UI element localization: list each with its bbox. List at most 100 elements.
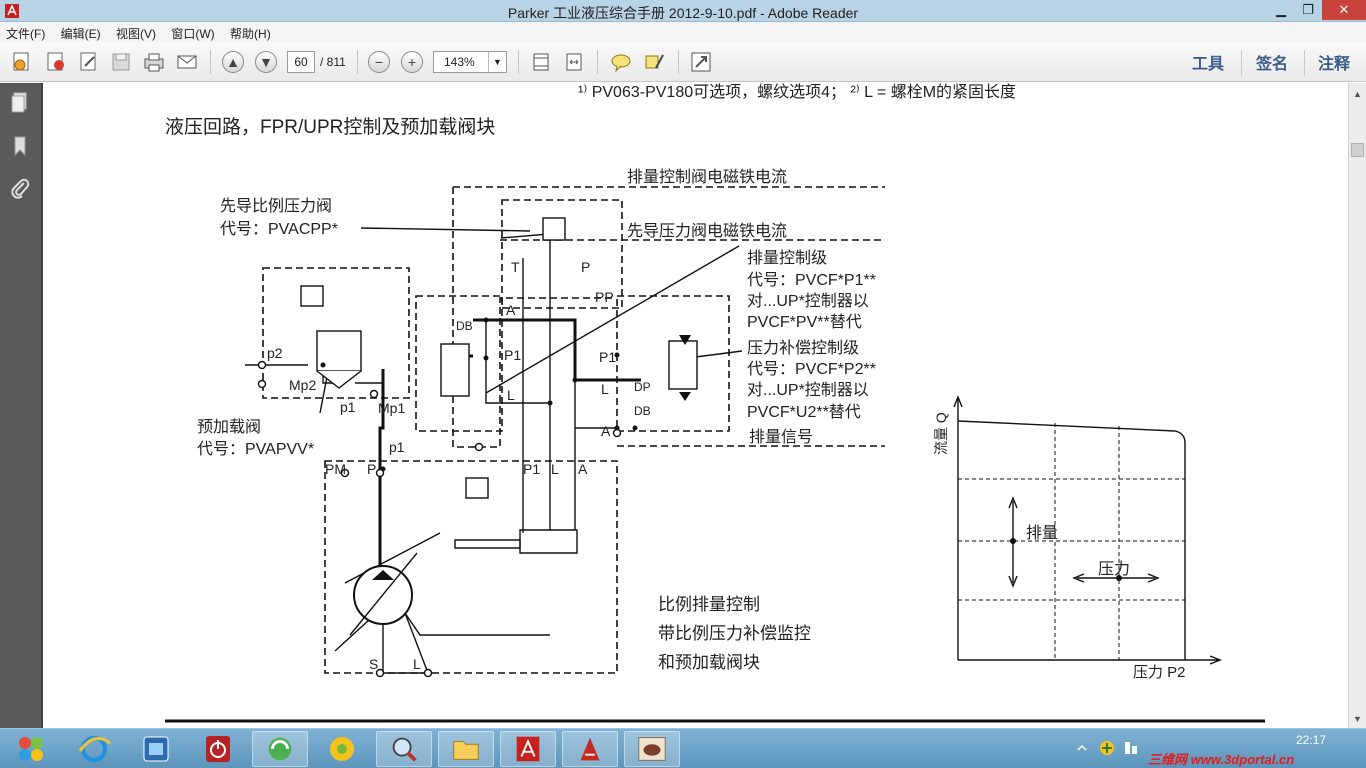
port-pp: PP	[595, 289, 614, 305]
top-footnote: ¹⁾ PV063-PV180可选项，螺纹选项4； ²⁾ L = 螺栓M的紧固长度	[578, 84, 1017, 101]
toolbar-separator	[1241, 50, 1242, 76]
port-mp1: Mp1	[378, 400, 406, 416]
search-magnifier-icon[interactable]	[376, 731, 432, 767]
port-a-pump: A	[578, 461, 588, 477]
print-icon[interactable]	[142, 50, 166, 74]
menu-view[interactable]: 视图(V)	[116, 27, 157, 41]
taskbar: 三维网 www.3dportal.cn 22:17	[0, 728, 1366, 768]
menu-help[interactable]: 帮助(H)	[230, 27, 271, 41]
label-disp-signal: 排量信号	[749, 429, 814, 446]
port-l-right: L	[601, 381, 609, 397]
image-viewer-icon[interactable]	[624, 731, 680, 767]
port-p1-right: P1	[599, 349, 617, 365]
toolbar-separator	[1304, 50, 1305, 76]
full-screen-icon[interactable]	[689, 50, 713, 74]
title-bar: Parker 工业液压综合手册 2012-9-10.pdf - Adobe Re…	[0, 0, 1366, 22]
adobe-reader-icon	[5, 4, 19, 18]
sign-link[interactable]: 签名	[1256, 56, 1289, 73]
label-comp-stage-code: 代号：PVCF*P2**	[747, 361, 876, 378]
zoom-in-button[interactable]: +	[401, 51, 423, 73]
port-db-left: DB	[456, 319, 473, 333]
attachments-icon[interactable]	[9, 177, 31, 199]
caption-line-3: 和预加载阀块	[658, 653, 760, 672]
scroll-thumb[interactable]	[1351, 143, 1364, 157]
graph-y-axis-label: 流量 Q	[933, 412, 949, 455]
media-player-icon[interactable]	[314, 731, 370, 767]
previous-page-button[interactable]: ▲	[222, 51, 244, 73]
hydraulic-circuit-diagram	[165, 186, 1265, 723]
caption-line-1: 比例排量控制	[658, 595, 760, 614]
comment-link[interactable]: 注释	[1318, 56, 1351, 73]
zoom-value: 143%	[444, 55, 475, 69]
page-thumbnails-icon[interactable]	[9, 91, 31, 113]
email-icon[interactable]	[175, 50, 199, 74]
open-file-icon[interactable]	[10, 50, 34, 74]
label-disp-stage-up: 对...UP*控制器以	[747, 293, 869, 310]
label-pilot-valve-current: 先导压力阀电磁铁电流	[627, 223, 788, 240]
graph-label-displacement: 排量	[1026, 525, 1059, 542]
port-a-upper: A	[506, 302, 516, 318]
highlight-icon[interactable]	[642, 50, 666, 74]
label-disp-valve-current: 排量控制阀电磁铁电流	[627, 169, 788, 186]
window-title: Parker 工业液压综合手册 2012-9-10.pdf - Adobe Re…	[507, 5, 859, 21]
app-refresh-icon[interactable]	[252, 731, 308, 767]
comment-icon[interactable]	[609, 50, 633, 74]
port-s: S	[369, 656, 379, 672]
label-disp-stage-code: 代号：PVCF*P1**	[747, 272, 876, 289]
port-p1-line: p1	[389, 439, 405, 455]
fit-page-icon[interactable]	[529, 50, 553, 74]
chevron-down-icon[interactable]: ▼	[488, 52, 506, 72]
menu-edit[interactable]: 编辑(E)	[60, 27, 101, 41]
scroll-up-icon[interactable]: ▲	[1353, 89, 1362, 99]
label-comp-stage-up: 对...UP*控制器以	[747, 382, 869, 399]
port-p1-preload: p1	[340, 399, 356, 415]
toolbar-separator	[357, 50, 358, 74]
fit-width-icon[interactable]	[562, 50, 586, 74]
port-db-right: DB	[634, 404, 651, 418]
next-page-button[interactable]: ▼	[255, 51, 277, 73]
taskbar-clock[interactable]: 22:17	[1296, 733, 1327, 747]
port-p: P	[581, 259, 591, 275]
port-l-center: L	[507, 387, 515, 403]
page-number-input[interactable]: 60	[287, 51, 315, 73]
minimize-button[interactable]: ▁	[1276, 2, 1286, 17]
shutdown-app-icon[interactable]	[190, 731, 246, 767]
port-p-pump: P	[367, 461, 377, 477]
menu-file[interactable]: 文件(F)	[6, 27, 46, 41]
port-mp2: Mp2	[289, 377, 317, 393]
toolbar-separator	[597, 50, 598, 74]
bookmarks-icon[interactable]	[9, 135, 31, 157]
label-pilot-prop-code: 代号：PVACPP*	[220, 221, 338, 238]
port-l-pump-bottom: L	[413, 656, 421, 672]
tray-network-icon[interactable]	[1122, 739, 1140, 757]
tools-link[interactable]: 工具	[1192, 56, 1225, 73]
close-button[interactable]: ✕	[1322, 0, 1366, 20]
edit-pdf-icon[interactable]	[77, 50, 101, 74]
create-pdf-icon[interactable]	[44, 50, 68, 74]
scroll-down-icon[interactable]: ▼	[1353, 714, 1362, 724]
start-button-icon[interactable]	[4, 731, 60, 767]
port-t: T	[511, 259, 520, 275]
zoom-select[interactable]: 143% ▼	[433, 51, 507, 73]
port-a-lower: A	[601, 423, 611, 439]
zoom-out-button[interactable]: −	[368, 51, 390, 73]
label-preload-code: 代号：PVAPVV*	[197, 441, 315, 458]
internet-explorer-icon[interactable]	[66, 731, 122, 767]
file-explorer-icon[interactable]	[438, 731, 494, 767]
adobe-reader-task-icon[interactable]	[500, 731, 556, 767]
save-icon[interactable]	[109, 50, 133, 74]
menu-window[interactable]: 窗口(W)	[171, 27, 215, 41]
autocad-icon[interactable]	[562, 731, 618, 767]
menu-bar: 文件(F) 编辑(E) 视图(V) 窗口(W) 帮助(H)	[0, 22, 1366, 42]
vertical-scrollbar[interactable]: ▲ ▼	[1348, 83, 1366, 728]
watermark-text: 三维网 www.3dportal.cn	[1148, 752, 1295, 767]
show-hidden-icons-icon[interactable]	[1075, 741, 1089, 755]
port-dp: DP	[634, 380, 651, 394]
toolbar: ▲ ▼ 60 / 811 − + 143% ▼ 工具 签名 注释	[0, 42, 1366, 82]
port-p1-center: P1	[504, 347, 522, 363]
control-panel-icon[interactable]	[128, 731, 184, 767]
maximize-button[interactable]: ❐	[1302, 2, 1314, 17]
tray-shield-icon[interactable]	[1098, 739, 1116, 757]
toolbar-separator	[210, 50, 211, 74]
label-disp-stage-alt: PVCF*PV**替代	[747, 314, 862, 331]
